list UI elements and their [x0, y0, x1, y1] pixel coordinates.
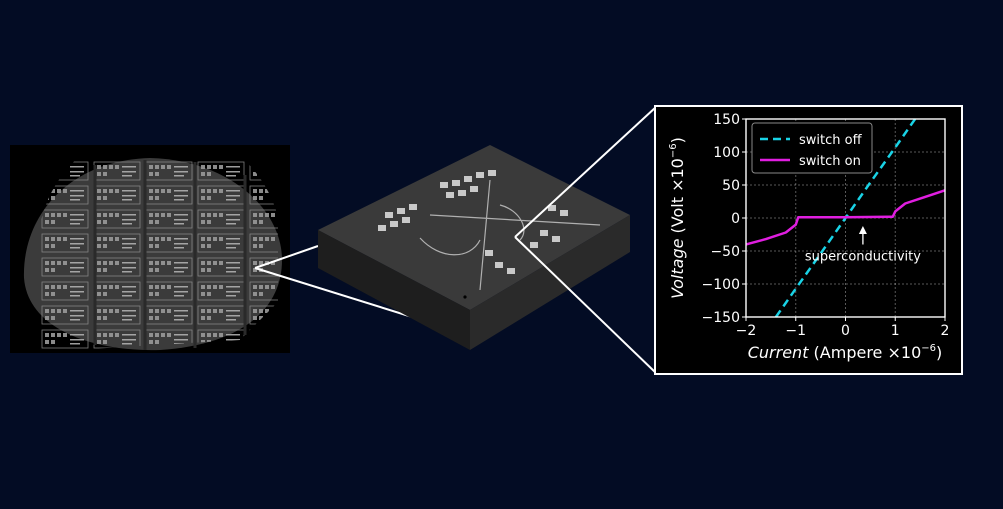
x-axis-label-italic: Current: [748, 343, 809, 362]
y-tick-label: 0: [731, 211, 740, 227]
x-axis-label: Current (Ampere ×10−6): [748, 343, 943, 362]
chip-render: [318, 145, 630, 350]
zoom-line-plot-bottom: [514, 236, 657, 374]
wafer-die-lanes: [93, 160, 247, 350]
legend-label-switch-off: switch off: [799, 133, 863, 148]
chip-top-face: [318, 145, 630, 310]
plot-axes-box: [745, 118, 946, 318]
plot-panel: −2 −1 0 1 2 150 100 50 0 −50 −100 −150 Current (Am…: [654, 105, 963, 375]
y-tick-label: −100: [702, 277, 740, 293]
x-axis-label-exp: −6: [921, 343, 936, 354]
y-axis-label-exp: −6: [668, 143, 679, 158]
x-axis-label-close: ): [936, 343, 942, 362]
y-tick-label: −150: [702, 310, 740, 326]
y-axis-label: Voltage (Volt ×10−6): [668, 137, 687, 299]
y-tick-label: −50: [710, 244, 740, 260]
x-tick-labels: −2 −1 0 1 2: [736, 317, 950, 339]
y-tick-label: 150: [713, 112, 740, 128]
series-layer: [745, 118, 946, 318]
zoom-line-plot-top: [514, 106, 657, 238]
chip-traces: [419, 179, 601, 291]
chip-marker: [463, 295, 467, 299]
annotation-label: superconductivity: [805, 250, 921, 265]
legend-label-switch-on: switch on: [799, 154, 861, 169]
chip-circuitry: [378, 170, 568, 274]
chip-right-face: [470, 215, 630, 350]
y-axis-label-close: ): [668, 137, 687, 143]
series-line-switch-on: [745, 189, 946, 246]
y-tick-labels: 150 100 50 0 −50 −100 −150: [702, 112, 746, 326]
annotation-arrowhead: [858, 226, 867, 234]
y-tick-label: 50: [722, 178, 740, 194]
wafer-die-grid: [38, 160, 278, 350]
zoom-line-top: [254, 245, 319, 269]
wafer-photo: [10, 145, 290, 353]
y-axis-label-italic: Voltage: [668, 238, 687, 298]
x-axis-label-unit: (Ampere ×10: [808, 343, 921, 362]
annotation: superconductivity: [805, 226, 921, 265]
y-axis-label-unit: (Volt ×10: [668, 158, 687, 238]
x-tick-label: −2: [736, 323, 757, 339]
y-tick-label: 100: [713, 145, 740, 161]
x-tick-label: 2: [941, 323, 950, 339]
x-tick-label: −1: [785, 323, 806, 339]
chip-left-face: [318, 230, 470, 350]
x-tick-label: 0: [841, 323, 850, 339]
legend: switch off switch on: [751, 122, 873, 174]
x-tick-label: 1: [891, 323, 900, 339]
